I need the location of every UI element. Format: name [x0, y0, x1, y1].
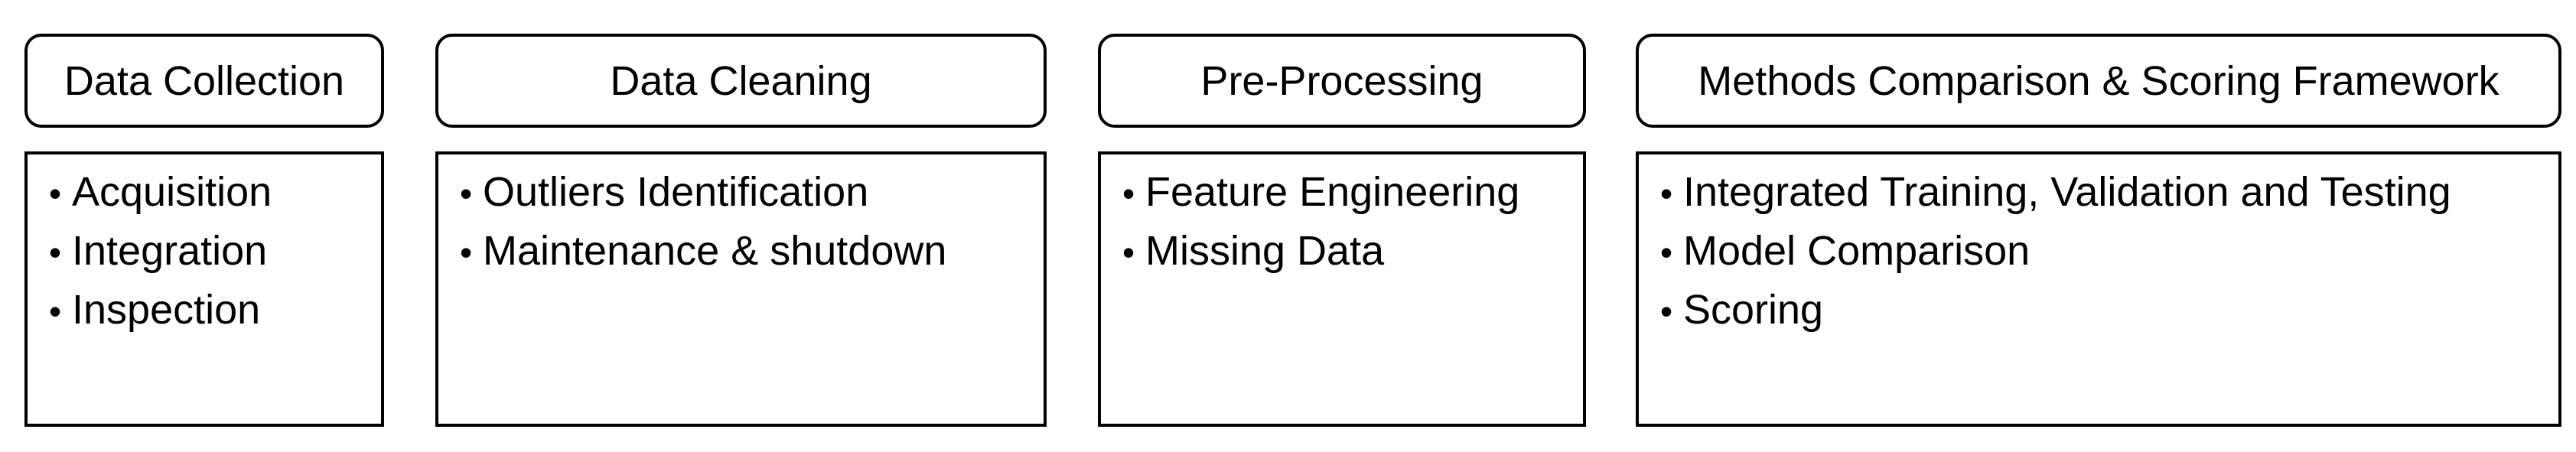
stage-header: Pre-Processing — [1098, 34, 1586, 128]
bullet-icon: • — [49, 174, 62, 213]
bullet-icon: • — [49, 233, 62, 272]
item-label: Scoring — [1683, 287, 1824, 333]
list-item: • Integration — [49, 227, 381, 286]
item-label: Maintenance & shutdown — [483, 228, 947, 274]
list-item: • Integrated Training, Validation and Tes… — [1660, 168, 2558, 227]
item-label: Feature Engineering — [1145, 169, 1520, 215]
stage-body: • Feature Engineering • Missing Data — [1098, 151, 1586, 427]
item-label: Inspection — [72, 287, 261, 333]
stage-body: • Integrated Training, Validation and Tes… — [1636, 151, 2561, 427]
bullet-icon: • — [49, 291, 62, 331]
item-label: Outliers Identification — [483, 169, 869, 215]
list-item: •Inspection — [49, 286, 381, 345]
item-label: Model Comparison — [1683, 228, 2031, 274]
stage-header: Data Collection — [24, 34, 384, 128]
bullet-icon: • — [1122, 233, 1135, 272]
list-item: • Acquisition — [49, 168, 381, 227]
stage-header: Methods Comparison & Scoring Framework — [1636, 34, 2561, 128]
bullet-icon: • — [1660, 233, 1673, 272]
bullet-icon: • — [1122, 174, 1135, 213]
bullet-icon: • — [460, 174, 473, 213]
stage-header: Data Cleaning — [435, 34, 1047, 128]
item-label: Integrated Training, Validation and Test… — [1683, 169, 2451, 215]
bullet-icon: • — [460, 233, 473, 272]
item-label: Integration — [72, 228, 268, 274]
list-item: • Maintenance & shutdown — [460, 227, 1044, 286]
list-item: • Missing Data — [1122, 227, 1583, 286]
bullet-icon: • — [1660, 174, 1673, 213]
bullet-icon: • — [1660, 291, 1673, 331]
list-item: • Feature Engineering — [1122, 168, 1583, 227]
stage-body: •Acquisition •Integration •Inspection — [24, 151, 384, 427]
item-label: Acquisition — [72, 169, 272, 215]
list-item: • Outliers Identification — [460, 168, 1044, 227]
list-item: •Scoring — [1660, 286, 2558, 345]
stage-body: • Outliers Identification • Maintenance & … — [435, 151, 1047, 427]
item-label: Missing Data — [1145, 228, 1385, 274]
list-item: • Model Comparison — [1660, 227, 2558, 286]
